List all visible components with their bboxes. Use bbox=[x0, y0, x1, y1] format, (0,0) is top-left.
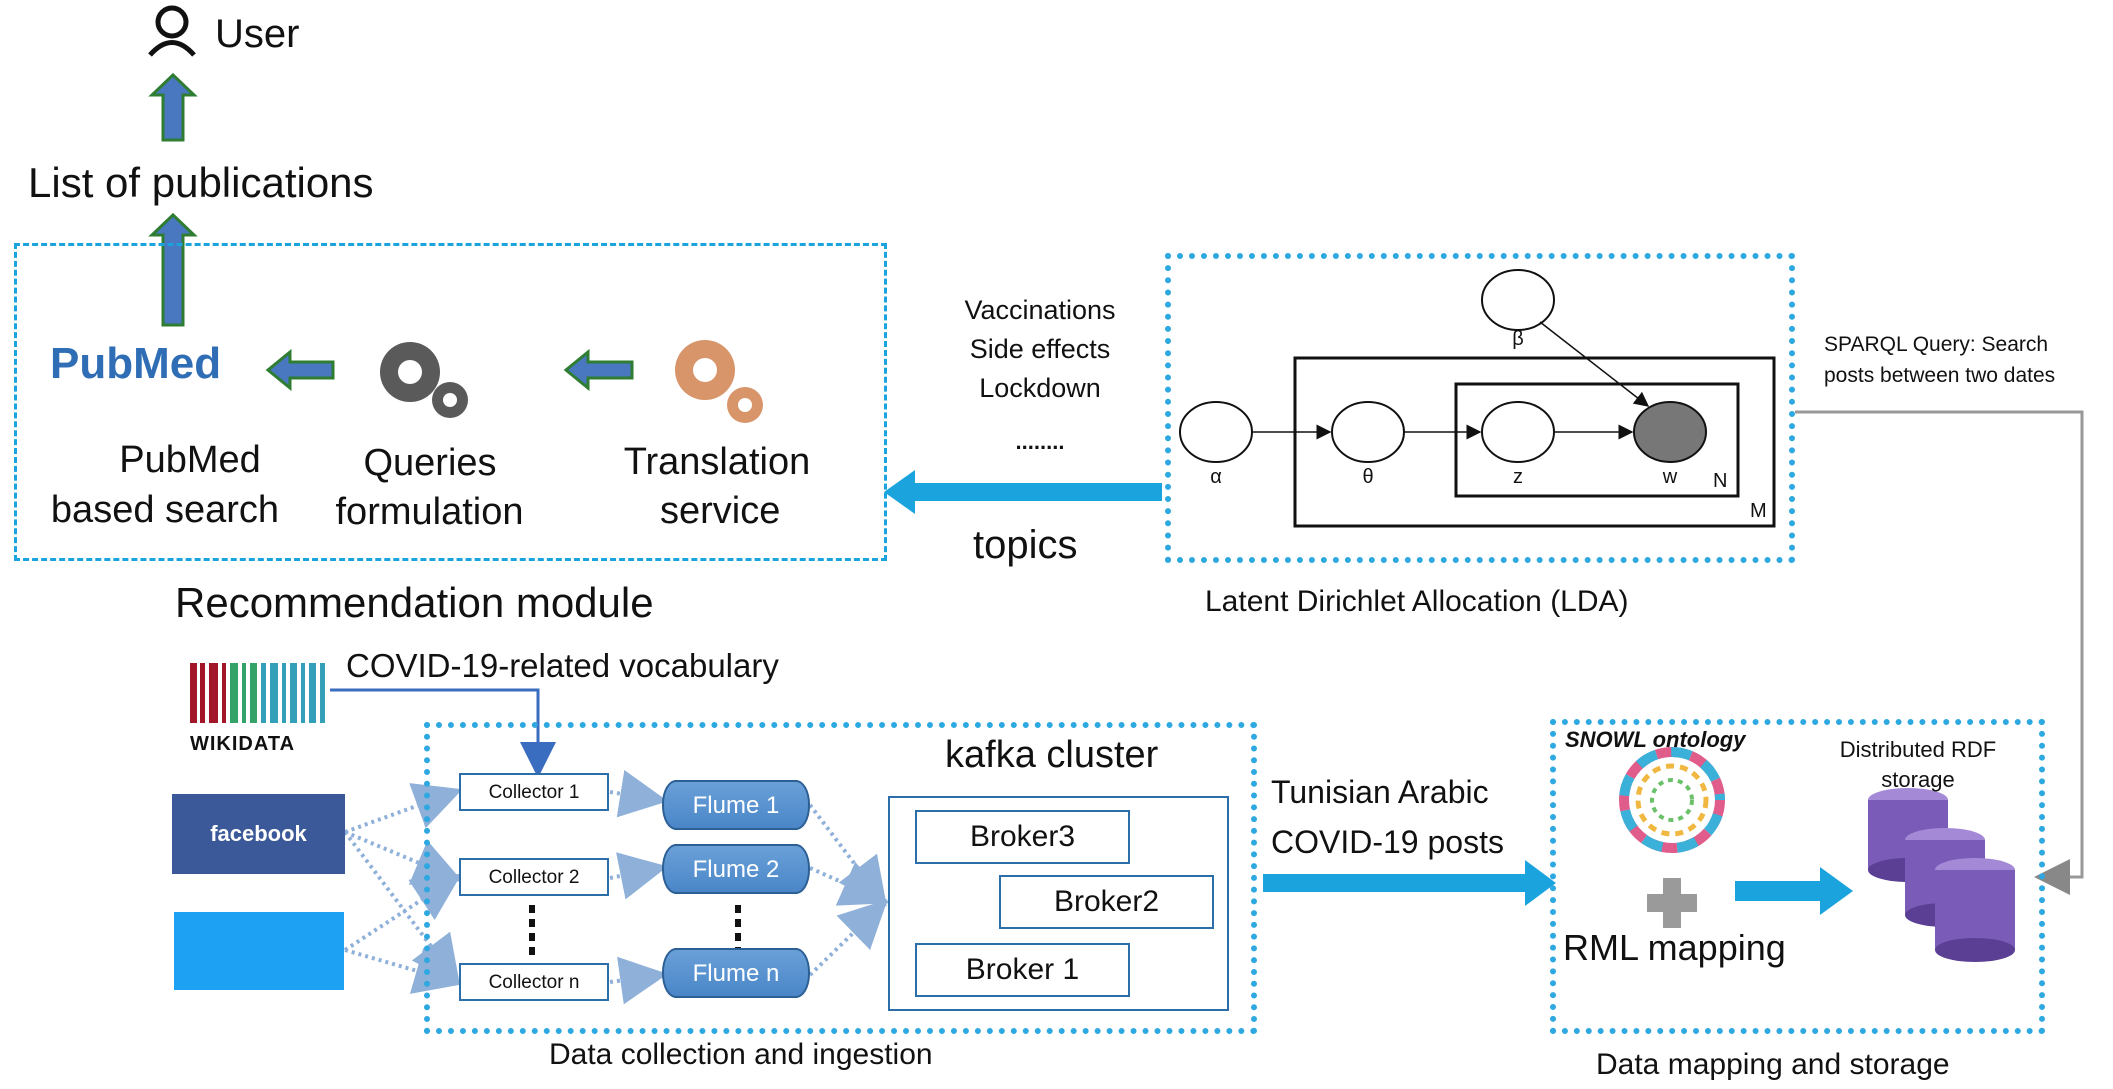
topic-item: Side effects bbox=[969, 334, 1111, 364]
posts-arrow bbox=[1263, 860, 1556, 906]
lda-title: Latent Dirichlet Allocation (LDA) bbox=[1205, 585, 1629, 618]
topic-item: Vaccinations bbox=[964, 295, 1116, 325]
ontology-label: SNOWL ontology bbox=[1565, 727, 1746, 752]
pubmed-label-line2: based search bbox=[50, 489, 280, 531]
broker-1: Broker 1 bbox=[915, 943, 1130, 997]
pubmed-label-line1: PubMed bbox=[119, 439, 261, 481]
flume-1: Flume 1 bbox=[662, 780, 810, 830]
broker-2: Broker2 bbox=[999, 875, 1214, 929]
storage-label-line2: storage bbox=[1881, 767, 1955, 792]
recommendation-module-title: Recommendation module bbox=[175, 579, 654, 626]
source-connectors bbox=[343, 769, 890, 1005]
lda-node-beta bbox=[1481, 269, 1555, 331]
queries-gears-icon bbox=[380, 342, 468, 418]
collector-2: Collector 2 bbox=[459, 858, 609, 896]
ontology-icon bbox=[1619, 747, 1725, 853]
lda-label-w: w bbox=[1662, 466, 1678, 488]
wikidata-label: WIKIDATA bbox=[190, 733, 296, 755]
twitter-logo bbox=[174, 912, 344, 990]
storage-icon bbox=[1868, 788, 2015, 962]
lda-plate-outer-label: M bbox=[1750, 500, 1767, 522]
rml-to-storage-arrow bbox=[1735, 867, 1853, 915]
wikidata-logo bbox=[190, 663, 325, 723]
rml-label: RML mapping bbox=[1563, 927, 1786, 968]
flume-n: Flume n bbox=[662, 948, 810, 998]
pubmed-logo: PubMed bbox=[50, 339, 222, 388]
broker-3: Broker3 bbox=[915, 810, 1130, 864]
lda-node-w bbox=[1633, 401, 1707, 463]
plus-icon bbox=[1647, 878, 1697, 928]
posts-line1: Tunisian Arabic bbox=[1271, 774, 1489, 810]
translation-label-line1: Translation bbox=[623, 441, 811, 483]
queries-label-line2: formulation bbox=[335, 491, 524, 533]
up-arrow-user bbox=[148, 72, 198, 142]
left-arrow-queries-to-pubmed bbox=[265, 348, 335, 392]
collector-1: Collector 1 bbox=[459, 773, 609, 811]
lda-label-alpha: α bbox=[1210, 466, 1222, 488]
lda-label-theta: θ bbox=[1362, 466, 1374, 488]
vocabulary-label: COVID-19-related vocabulary bbox=[346, 647, 779, 684]
left-arrow-translation-to-queries bbox=[563, 348, 634, 392]
kafka-cluster-title: kafka cluster bbox=[945, 734, 1159, 776]
lda-plate-inner bbox=[1454, 382, 1740, 498]
flume-2: Flume 2 bbox=[662, 844, 810, 894]
vocabulary-connector bbox=[330, 688, 556, 778]
facebook-logo: facebook bbox=[172, 794, 345, 874]
mapping-box bbox=[1550, 719, 2045, 1034]
topics-label: topics bbox=[973, 523, 1078, 567]
lda-label-beta: β bbox=[1512, 328, 1524, 350]
lda-label-z: z bbox=[1513, 466, 1523, 488]
lda-box bbox=[1165, 253, 1795, 563]
sparql-connector bbox=[1795, 410, 2084, 895]
lda-plate-outer bbox=[1293, 356, 1776, 528]
mapping-title: Data mapping and storage bbox=[1596, 1048, 1950, 1081]
publications-label: List of publications bbox=[28, 159, 374, 206]
topic-item: Lockdown bbox=[979, 373, 1101, 403]
queries-label-line1: Queries bbox=[363, 442, 497, 484]
topic-item: ........ bbox=[1015, 429, 1065, 454]
user-icon bbox=[148, 5, 196, 57]
lda-plate-inner-label: N bbox=[1713, 470, 1728, 492]
collection-title: Data collection and ingestion bbox=[549, 1038, 933, 1071]
recommendation-module-box bbox=[14, 243, 887, 561]
topics-arrow bbox=[884, 470, 1162, 514]
facebook-label: facebook bbox=[210, 821, 307, 846]
user-label: User bbox=[215, 12, 300, 56]
translation-gears-icon bbox=[675, 340, 763, 423]
collector-n: Collector n bbox=[459, 963, 609, 1001]
sparql-line1: SPARQL Query: Search bbox=[1824, 333, 2049, 356]
collection-box bbox=[424, 722, 1257, 1034]
storage-label-line1: Distributed RDF bbox=[1839, 737, 1997, 762]
posts-line2: COVID-19 posts bbox=[1271, 824, 1504, 860]
translation-label-line2: service bbox=[660, 490, 781, 532]
up-arrow-publications bbox=[148, 212, 198, 327]
sparql-line2: posts between two dates bbox=[1824, 364, 2056, 387]
